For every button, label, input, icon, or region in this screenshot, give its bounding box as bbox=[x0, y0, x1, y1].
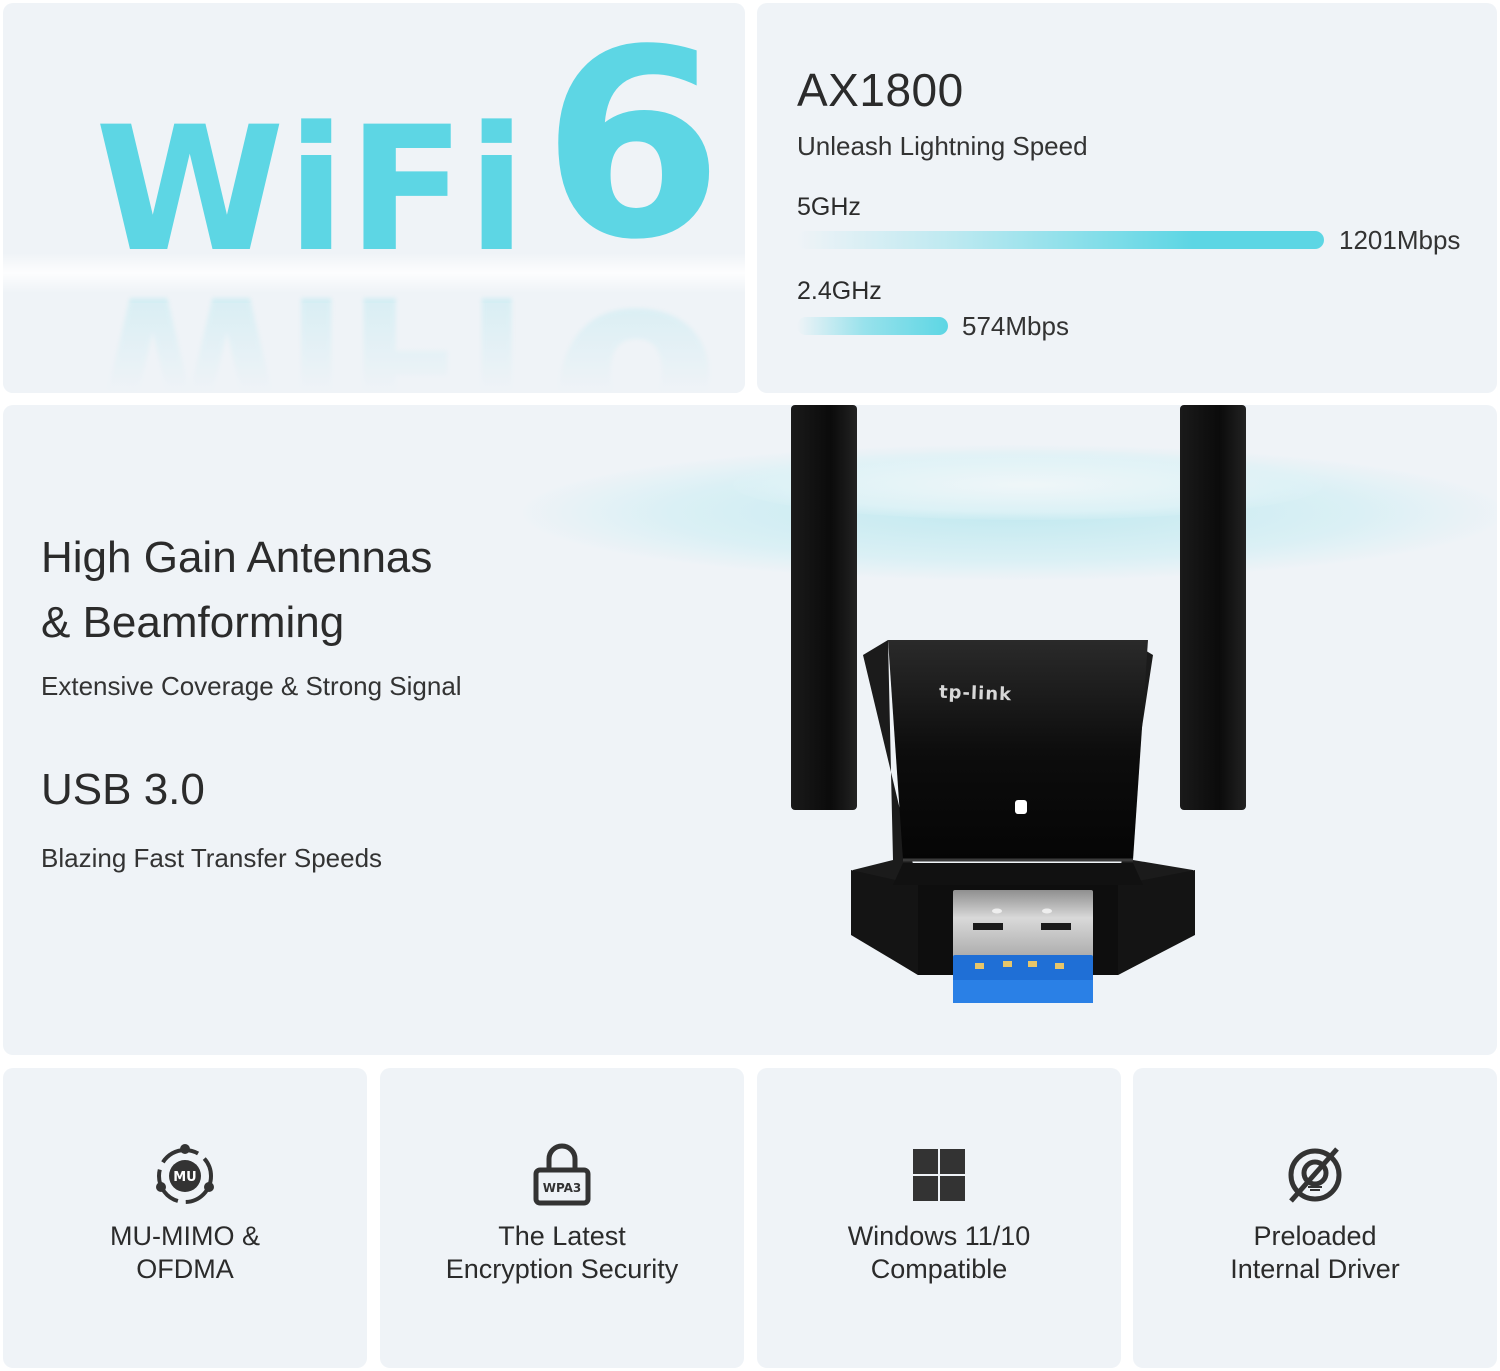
no-driver-disc-icon bbox=[1280, 1140, 1350, 1210]
feature-tile-mu-mimo: MU MU-MIMO & OFDMA bbox=[3, 1068, 367, 1368]
windows-icon bbox=[904, 1140, 974, 1210]
feature-label-line2: Internal Driver bbox=[1230, 1254, 1400, 1284]
speed-panel: AX1800 Unleash Lightning Speed 5GHz 1201… bbox=[757, 3, 1497, 393]
svg-text:MU: MU bbox=[173, 1170, 197, 1185]
feature-tile-wpa3: WPA3 The Latest Encryption Security bbox=[380, 1068, 744, 1368]
feature-label: MU-MIMO & OFDMA bbox=[3, 1220, 367, 1286]
reflection-highlight bbox=[3, 253, 745, 293]
left-antenna bbox=[791, 405, 857, 810]
band-5ghz-label: 5GHz bbox=[797, 193, 861, 221]
lock-icon: WPA3 bbox=[527, 1140, 597, 1210]
feature-label-line1: MU-MIMO & bbox=[110, 1221, 260, 1251]
feature-label: The Latest Encryption Security bbox=[380, 1220, 744, 1286]
band-5ghz-bar bbox=[797, 231, 1324, 249]
feature-label: Preloaded Internal Driver bbox=[1133, 1220, 1497, 1286]
feature-label-line2: OFDMA bbox=[136, 1254, 234, 1284]
wifi6-hero-panel: WiFi 6 WiFi 6 bbox=[3, 3, 745, 393]
feature-label-line1: Preloaded bbox=[1253, 1221, 1377, 1251]
usb-adapter-body bbox=[851, 640, 1195, 1003]
usb-heading: USB 3.0 bbox=[41, 765, 205, 814]
status-led bbox=[1015, 800, 1027, 814]
feature-label-line1: Windows 11/10 bbox=[847, 1221, 1031, 1251]
wifi6-logo: WiFi 6 bbox=[95, 3, 724, 297]
feature-label: Windows 11/10 Compatible bbox=[757, 1220, 1121, 1286]
band-24ghz-bar bbox=[797, 317, 948, 335]
band-5ghz-value: 1201Mbps bbox=[1339, 225, 1461, 255]
band-24ghz-label: 2.4GHz bbox=[797, 277, 882, 305]
right-antenna bbox=[1180, 405, 1246, 810]
usb-subtitle: Blazing Fast Transfer Speeds bbox=[41, 843, 383, 873]
mu-mimo-icon: MU bbox=[150, 1140, 220, 1210]
antennas-subtitle: Extensive Coverage & Strong Signal bbox=[41, 671, 462, 701]
wifi-word: WiFi bbox=[95, 89, 529, 290]
antennas-heading-line1: High Gain Antennas bbox=[41, 533, 433, 582]
tp-link-logo: tp-link bbox=[938, 681, 1013, 706]
feature-tile-windows: Windows 11/10 Compatible bbox=[757, 1068, 1121, 1368]
svg-text:WPA3: WPA3 bbox=[543, 1181, 582, 1195]
antennas-heading: High Gain Antennas & Beamforming bbox=[41, 525, 432, 655]
band-24ghz-value: 574Mbps bbox=[962, 311, 1069, 341]
feature-tile-driver: Preloaded Internal Driver bbox=[1133, 1068, 1497, 1368]
feature-label-line2: Compatible bbox=[870, 1254, 1008, 1284]
antennas-heading-line2: & Beamforming bbox=[41, 598, 345, 647]
reflection-fade bbox=[3, 303, 745, 393]
feature-label-line1: The Latest bbox=[498, 1221, 626, 1251]
speed-subtitle: Unleash Lightning Speed bbox=[797, 131, 1088, 161]
antenna-usb-panel: High Gain Antennas & Beamforming Extensi… bbox=[3, 405, 1497, 1055]
wifi-number: 6 bbox=[542, 3, 724, 297]
speed-title: AX1800 bbox=[797, 64, 964, 116]
feature-label-line2: Encryption Security bbox=[445, 1254, 679, 1284]
